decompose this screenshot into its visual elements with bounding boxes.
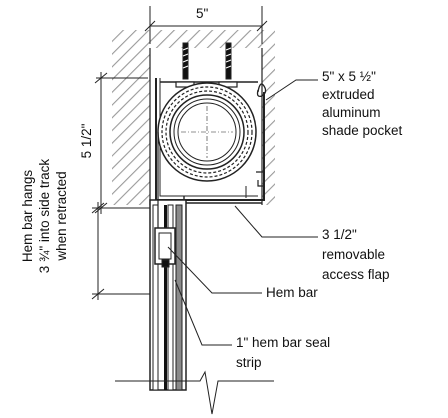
pocket-callout-line-3: aluminum	[322, 105, 381, 120]
hem-bar	[154, 200, 176, 268]
hem-bar-hang-line-3: when retracted	[54, 171, 69, 261]
pocket-callout-line-4: shade pocket	[322, 123, 403, 138]
seal-strip-callout: 1" hem bar seal strip	[236, 333, 330, 373]
access-flap-line-2: removable	[322, 247, 386, 262]
ceiling-hatch	[112, 30, 275, 205]
access-flap-callout: 3 1/2" removable access flap	[322, 225, 390, 285]
hem-bar-hang-line-2: 3 ¾" into side track	[37, 158, 52, 274]
break-line	[115, 370, 274, 415]
mounting-screws	[182, 42, 232, 80]
pocket-callout: 5" x 5 ½" extruded aluminum shade pocket	[322, 68, 402, 140]
hem-bar-hang-line-1: Hem bar hangs	[20, 169, 35, 263]
pocket-callout-line-2: extruded	[322, 87, 375, 102]
hem-bar-callout: Hem bar	[266, 285, 318, 300]
top-width-label: 5"	[196, 6, 209, 21]
shade-roll	[157, 82, 257, 182]
access-flap-line-3: access flap	[322, 267, 390, 282]
hem-bar-hang-dimension	[91, 202, 150, 300]
top-width-dimension	[144, 6, 268, 44]
seal-strip-line-2: strip	[236, 355, 262, 370]
access-flap-line-1: 3 1/2"	[322, 227, 357, 242]
pocket-callout-line-1: 5" x 5 ½"	[322, 69, 376, 84]
leader-lines	[167, 79, 318, 346]
hem-bar-hang-label: Hem bar hangs 3 ¾" into side track when …	[0, 159, 100, 273]
seal-strip-line-1: 1" hem bar seal	[236, 335, 331, 350]
left-height-label: 5 1/2"	[79, 123, 94, 159]
